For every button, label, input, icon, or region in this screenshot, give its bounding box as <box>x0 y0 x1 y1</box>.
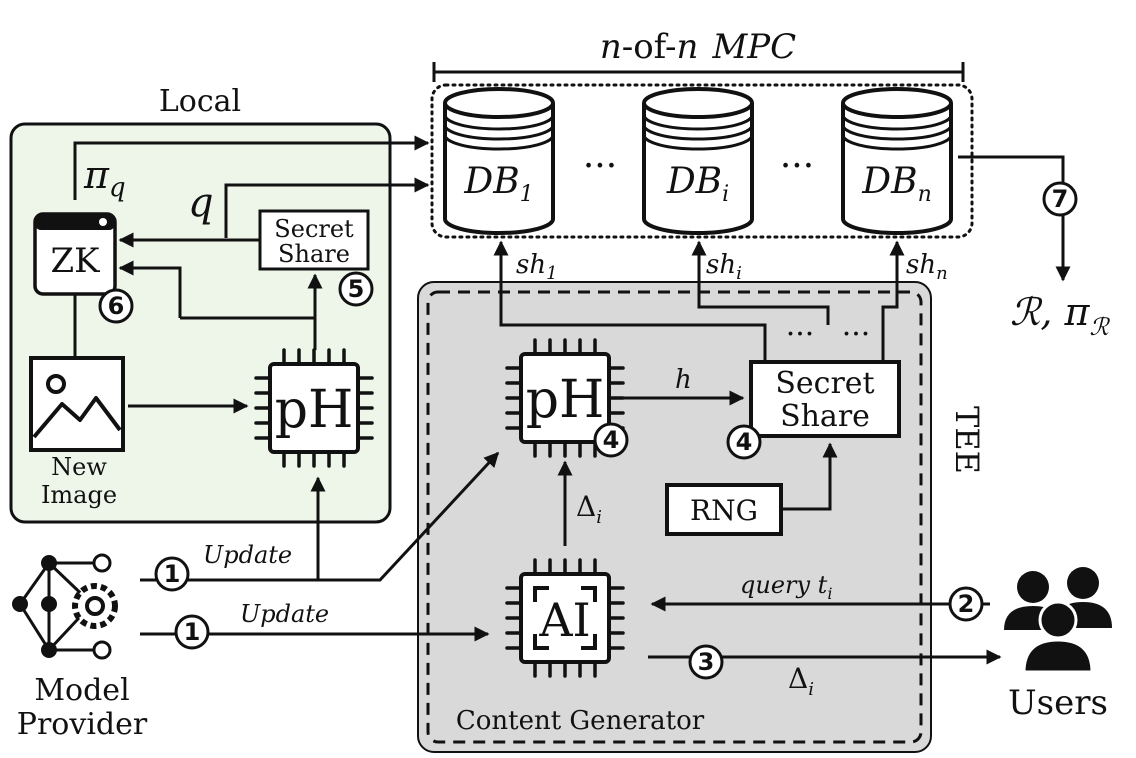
svg-text:Share: Share <box>278 240 350 268</box>
dots-top: ··· <box>786 317 815 352</box>
ph-chip-local: pH <box>254 348 374 468</box>
db-1: DB1 <box>443 87 555 235</box>
svg-text:DB1: DB1 <box>463 161 533 207</box>
svg-text:7: 7 <box>1052 185 1069 213</box>
svg-text:1: 1 <box>184 618 201 646</box>
step-1b: 1 <box>174 614 210 650</box>
pi-q-label: πq <box>83 153 126 203</box>
step-2: 2 <box>948 586 984 622</box>
users-icon <box>1004 567 1112 674</box>
delta-label: Δi <box>576 490 602 528</box>
shi-arrow <box>691 240 830 325</box>
mpc-bracket <box>432 62 965 82</box>
mpc-box <box>430 83 974 239</box>
svg-text:4: 4 <box>736 428 753 456</box>
svg-text:6: 6 <box>108 292 125 320</box>
db-n: DBn <box>841 87 953 235</box>
svg-text:pH: pH <box>526 370 605 430</box>
users-label: Users <box>1008 683 1108 723</box>
svg-text:DBi: DBi <box>666 161 729 207</box>
ellipsis-1: ··· <box>583 146 617 187</box>
shn-arrow <box>881 240 905 362</box>
h-label: h <box>675 365 692 395</box>
secret-share-local: Secret Share <box>258 209 370 271</box>
svg-text:2: 2 <box>958 590 975 618</box>
shn-label: shn <box>906 250 948 284</box>
new-image-icon <box>29 356 125 452</box>
update-bottom-label: Update <box>240 600 329 628</box>
svg-text:Secret: Secret <box>775 366 874 401</box>
svg-text:Secret: Secret <box>274 215 354 243</box>
result-label: ℛ, πℛ <box>1010 290 1110 341</box>
pi-q-arrow <box>73 135 430 200</box>
secret-share-tee: Secret Share <box>749 360 901 438</box>
local-title: Local <box>159 84 241 119</box>
query-label: query ti <box>740 571 832 603</box>
svg-text:RNG: RNG <box>690 494 758 527</box>
ph-to-zk-arrow <box>118 260 182 318</box>
db-i: DBi <box>642 87 754 235</box>
svg-text:pH: pH <box>275 380 354 440</box>
rng-to-share-arrow <box>781 442 838 511</box>
sh1-label: sh1 <box>516 250 558 284</box>
zk-box: ZK <box>33 212 117 296</box>
svg-text:5: 5 <box>348 275 365 303</box>
svg-text:1: 1 <box>164 560 181 588</box>
step-5: 5 <box>338 271 374 307</box>
ph-chip-tee: pH <box>505 338 625 458</box>
content-generator-label: Content Generator <box>456 706 705 736</box>
step-7: 7 <box>1042 181 1078 217</box>
update-top-label: Update <box>203 541 292 569</box>
shi-label: shi <box>706 250 742 284</box>
q-arrow <box>224 177 430 238</box>
step-6: 6 <box>98 288 134 324</box>
svg-text:ZK: ZK <box>50 241 100 281</box>
tee-label: TEE <box>948 406 986 474</box>
step-4a: 4 <box>593 422 629 458</box>
svg-text:Share: Share <box>780 399 870 434</box>
svg-text:4: 4 <box>603 426 620 454</box>
dots-top-2: ··· <box>842 317 871 352</box>
ai-chip: AI <box>505 558 625 678</box>
q-label: q <box>188 180 214 226</box>
step-3: 3 <box>688 644 724 680</box>
svg-text:AI: AI <box>538 593 590 647</box>
svg-text:3: 3 <box>698 648 715 676</box>
model-provider-icon <box>12 553 118 660</box>
result-arrow <box>958 155 1071 282</box>
sh1-arrow <box>493 240 767 362</box>
step-4b: 4 <box>726 424 762 460</box>
delta-out-label: Δi <box>788 662 814 700</box>
ellipsis-2: ··· <box>780 146 814 187</box>
update-top-arrow <box>140 451 500 582</box>
step-1a: 1 <box>154 556 190 592</box>
svg-text:DBn: DBn <box>861 161 932 207</box>
rng-box: RNG <box>665 483 783 536</box>
